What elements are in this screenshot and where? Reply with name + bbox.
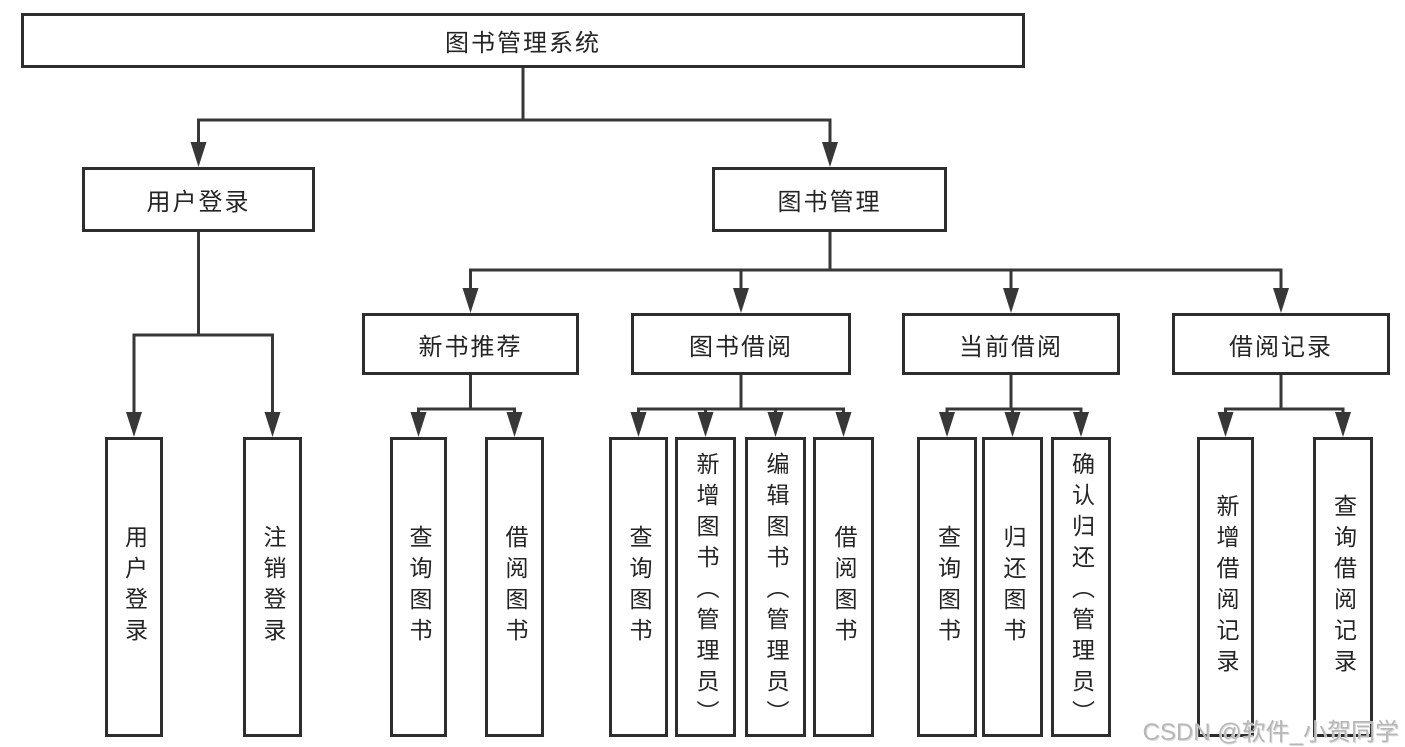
node-book-borrow: 图书借阅 bbox=[631, 313, 851, 375]
leaf-query-books-current: 查询图书 bbox=[917, 437, 977, 737]
leaf-query-books-borrow: 查询图书 bbox=[609, 437, 668, 737]
node-book-management: 图书管理 bbox=[712, 167, 947, 232]
leaf-query-borrow-record: 查询借阅记录 bbox=[1313, 437, 1373, 737]
leaf-query-borrow-record-label: 查询借阅记录 bbox=[1330, 494, 1357, 680]
node-new-book-recommend-label: 新书推荐 bbox=[418, 333, 523, 361]
node-book-management-label: 图书管理 bbox=[777, 189, 882, 216]
node-book-borrow-label: 图书借阅 bbox=[689, 333, 793, 361]
leaf-return-books-label: 归还图书 bbox=[1000, 525, 1026, 649]
node-current-borrow: 当前借阅 bbox=[902, 313, 1120, 375]
node-current-borrow-label: 当前借阅 bbox=[959, 333, 1063, 361]
leaf-logout-login: 注销登录 bbox=[243, 437, 302, 737]
leaf-user-login: 用户登录 bbox=[105, 437, 163, 737]
node-library-management-system-label: 图书管理系统 bbox=[445, 30, 601, 57]
leaf-query-books-current-label: 查询图书 bbox=[934, 525, 961, 649]
leaf-add-books-admin: 新增图书（管理员） bbox=[675, 437, 736, 737]
leaf-borrow-books-newrec: 借阅图书 bbox=[485, 437, 544, 737]
leaf-confirm-return-admin: 确认归还（管理员） bbox=[1051, 437, 1111, 737]
node-user-login-label: 用户登录 bbox=[146, 189, 251, 216]
leaf-borrow-books: 借阅图书 bbox=[813, 437, 874, 737]
node-user-login: 用户登录 bbox=[82, 167, 315, 232]
leaf-query-books-newrec-label: 查询图书 bbox=[406, 525, 432, 649]
leaf-edit-books-admin-label: 编辑图书（管理员） bbox=[763, 452, 789, 731]
csdn-watermark: CSDN @软件_小贺同学 bbox=[1142, 719, 1399, 746]
leaf-confirm-return-admin-label: 确认归还（管理员） bbox=[1068, 452, 1095, 731]
leaf-borrow-books-label: 借阅图书 bbox=[831, 525, 857, 649]
leaf-logout-login-label: 注销登录 bbox=[260, 525, 286, 649]
node-borrow-records-label: 借阅记录 bbox=[1229, 333, 1333, 361]
leaf-edit-books-admin: 编辑图书（管理员） bbox=[745, 437, 806, 737]
leaf-query-books-newrec: 查询图书 bbox=[390, 437, 447, 737]
leaf-query-books-borrow-label: 查询图书 bbox=[626, 525, 652, 649]
leaf-user-login-label: 用户登录 bbox=[121, 525, 148, 649]
leaf-borrow-books-newrec-label: 借阅图书 bbox=[502, 525, 528, 649]
leaf-add-borrow-record-label: 新增借阅记录 bbox=[1213, 494, 1239, 680]
leaf-return-books: 归还图书 bbox=[982, 437, 1043, 737]
node-new-book-recommend: 新书推荐 bbox=[362, 313, 579, 375]
node-library-management-system: 图书管理系统 bbox=[21, 13, 1025, 68]
arrowheads bbox=[126, 142, 1351, 437]
leaf-add-books-admin-label: 新增图书（管理员） bbox=[693, 452, 719, 731]
leaf-add-borrow-record: 新增借阅记录 bbox=[1197, 437, 1254, 737]
node-borrow-records: 借阅记录 bbox=[1172, 313, 1390, 375]
